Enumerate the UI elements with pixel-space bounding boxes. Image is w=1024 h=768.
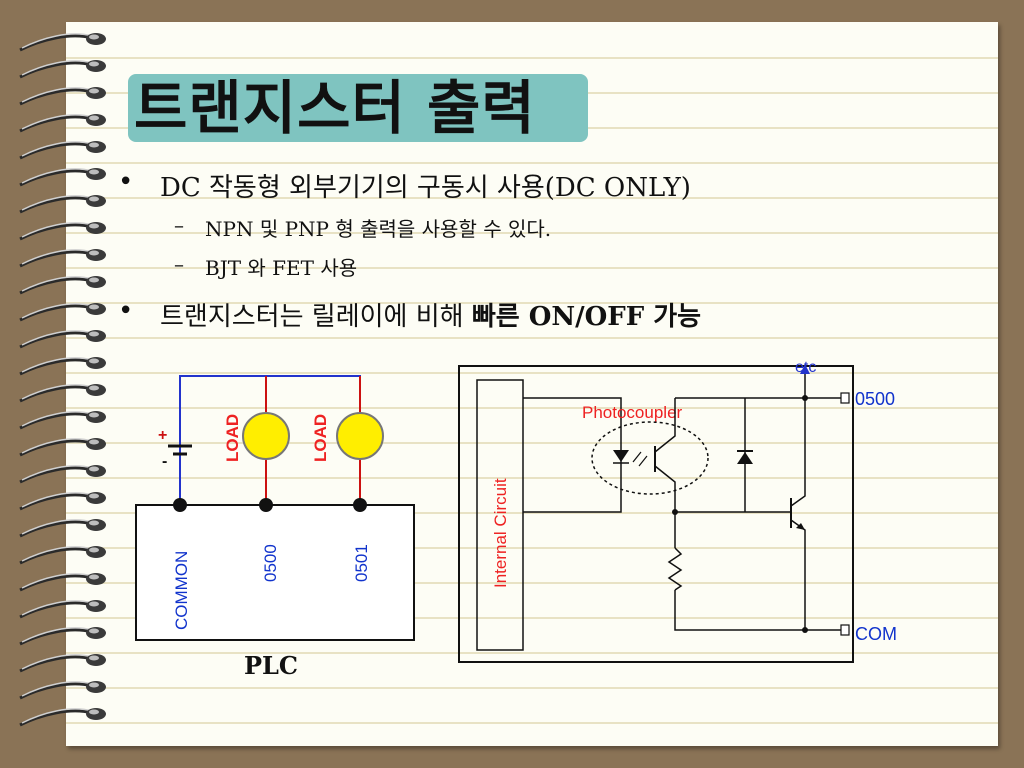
spiral-ring [19, 357, 106, 376]
light-arrows-icon [632, 451, 648, 467]
wire [523, 460, 622, 513]
output-transistor-collector [790, 398, 806, 507]
bullet-2-text-bold: 빠른 ON/OFF 가능 [471, 302, 702, 332]
spiral-ring [19, 276, 106, 295]
spiral-ring [19, 438, 106, 457]
bullet-marker: • [118, 167, 134, 197]
plc-box [135, 504, 415, 641]
spiral-ring [19, 168, 106, 187]
load-1-label: LOAD [223, 414, 242, 462]
etc-label: etc [795, 359, 816, 376]
label-0500: 0500 [261, 544, 280, 582]
label-0501: 0501 [352, 544, 371, 582]
spiral-ring [19, 384, 106, 403]
terminal-0501 [353, 498, 367, 512]
sub-bullet-1-text: NPN 및 PNP 형 출력을 사용할 수 있다. [205, 217, 552, 241]
led-icon [613, 450, 629, 462]
label-common: COMMON [172, 551, 191, 630]
internal-circuit-label: Internal Circuit [491, 478, 510, 588]
spiral-ring [19, 330, 106, 349]
photocoupler-label: Photocoupler [582, 403, 683, 422]
spiral-ring [19, 114, 106, 133]
output-transistor-emitter [790, 519, 806, 630]
phototransistor-collector [654, 398, 676, 453]
spiral-ring [19, 195, 106, 214]
junction [802, 395, 808, 401]
photocoupler-output-circuit: Internal Circuit Photocoupler etc 0500 C… [458, 359, 897, 663]
terminal-0500 [259, 498, 273, 512]
spiral-ring [19, 573, 106, 592]
spiral-ring [19, 654, 106, 673]
terminal-common [173, 498, 187, 512]
internal-circuit-box [476, 379, 524, 651]
bullet-2-text: 트랜지스터는 릴레이에 비해 빠른 ON/OFF 가능 [160, 296, 701, 333]
spiral-ring [19, 411, 106, 430]
plc-wiring-diagram: + - LOAD LOAD COMMON 0500 0501 PLC [135, 375, 415, 680]
phototransistor-emitter [654, 465, 676, 512]
bullet-2-text-normal: 트랜지스터는 릴레이에 비해 [160, 302, 472, 332]
bullet-1-text: DC 작동형 외부기기의 구동시 사용(DC ONLY) [160, 173, 691, 203]
terminal-com-square [840, 624, 850, 636]
spiral-ring [19, 33, 106, 52]
battery-minus: - [162, 453, 167, 470]
spiral-ring [19, 519, 106, 538]
emitter-arrow-icon [796, 523, 805, 530]
spiral-ring [19, 303, 106, 322]
spiral-ring [19, 60, 106, 79]
title-box [128, 74, 588, 142]
spiral-ring [19, 600, 106, 619]
load-lamp-2 [336, 412, 384, 460]
output-0500-label: 0500 [855, 389, 895, 409]
sub-bullet-marker: – [174, 252, 184, 276]
spiral-ring [19, 708, 106, 727]
slide-title: 트랜지스터 출력 [134, 74, 536, 142]
spiral-ring [19, 681, 106, 700]
sub-bullet-marker: – [174, 213, 184, 237]
spiral-ring [19, 492, 106, 511]
battery-plus: + [158, 427, 167, 444]
spiral-binding [19, 33, 106, 727]
bottom-rail [674, 590, 841, 631]
etc-arrow-icon [800, 364, 810, 374]
bullet-marker: • [118, 296, 134, 326]
diode-icon [737, 452, 753, 464]
load-2-label: LOAD [311, 414, 330, 462]
resistor-icon [667, 547, 683, 591]
spiral-ring [19, 249, 106, 268]
spiral-ring [19, 546, 106, 565]
outer-frame [458, 365, 854, 663]
load-lamp-1 [242, 412, 290, 460]
terminal-0500-square [840, 392, 850, 404]
spiral-ring [19, 627, 106, 646]
photocoupler-outline [591, 421, 709, 495]
sub-bullet-2-text: BJT 와 FET 사용 [205, 256, 358, 280]
spiral-ring [19, 222, 106, 241]
wire [523, 397, 622, 454]
spiral-ring [19, 87, 106, 106]
com-label: COM [855, 624, 897, 644]
spiral-ring [19, 465, 106, 484]
spiral-ring [19, 141, 106, 160]
plc-label: PLC [244, 651, 298, 680]
